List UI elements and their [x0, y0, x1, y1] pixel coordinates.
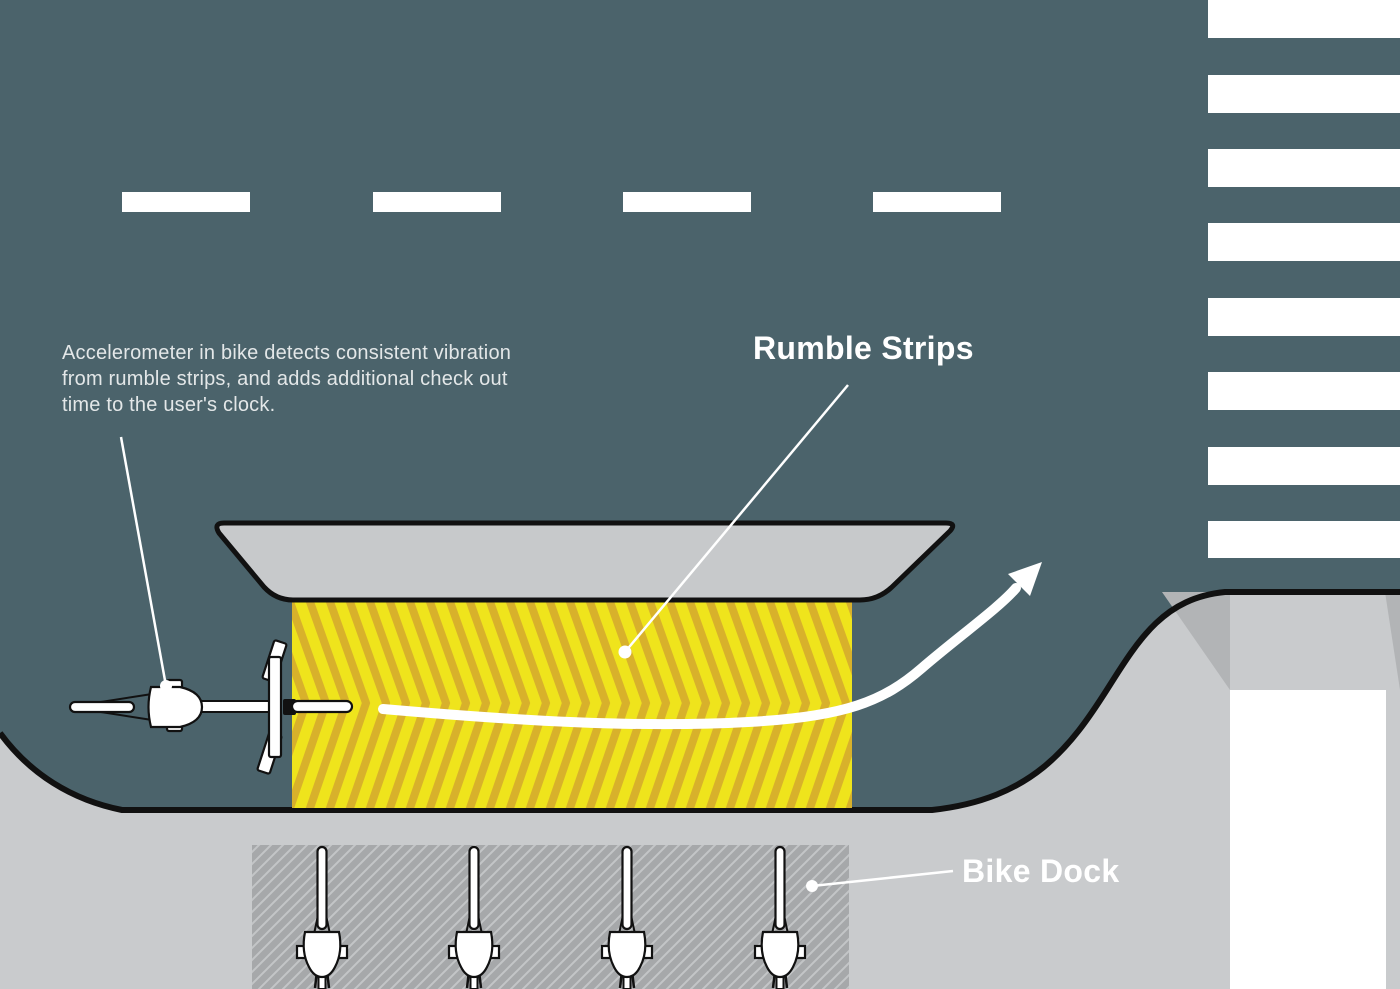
crosswalk-stripe [1208, 0, 1400, 38]
leader-line-accelerometer [119, 436, 168, 687]
arrowhead-icon [1008, 562, 1042, 596]
crosswalk-stripe [1208, 521, 1400, 558]
accelerometer-callout-line1: Accelerometer in bike detects consistent… [62, 342, 512, 364]
curb-ramp-flare-right [1385, 592, 1400, 690]
docked-bikes [295, 845, 807, 989]
docked-bike-icon [295, 845, 349, 989]
crosswalk-stripe [1208, 75, 1400, 113]
lane-divider-dashes [122, 192, 1001, 212]
curb-ramp-path [1230, 690, 1386, 989]
docked-bike-icon [600, 845, 654, 989]
annotation-leaders [119, 384, 954, 888]
lane-dash [373, 192, 501, 212]
rumble-strip-chevrons [292, 602, 852, 808]
bike-dock-area [252, 845, 849, 989]
leader-dot-icon [806, 880, 818, 892]
leader-line-rumble-strips [624, 384, 849, 653]
leader-dot-icon [618, 645, 632, 659]
leader-dot-icon [160, 680, 172, 692]
lane-dash [623, 192, 751, 212]
leader-line-bike-dock [811, 869, 954, 888]
route-arrow [378, 562, 1042, 730]
crosswalk-stripe [1208, 298, 1400, 336]
annotation-dots [160, 645, 818, 892]
accelerometer-callout: Accelerometer in bike detects consistent… [62, 340, 511, 418]
docked-bike-icon [753, 845, 807, 989]
dock-hatching [252, 845, 849, 989]
docked-bike-icon [447, 845, 501, 989]
route-path [378, 583, 1021, 730]
curb-line [0, 589, 1400, 813]
accelerometer-callout-line2: from rumble strips, and adds additional … [62, 368, 508, 390]
bike-dock-label: Bike Dock [962, 853, 1120, 889]
crosswalk [1208, 0, 1400, 558]
rider-bike-icon [68, 639, 354, 775]
traffic-island [214, 520, 956, 603]
crosswalk-stripe [1208, 372, 1400, 410]
crosswalk-stripe [1208, 149, 1400, 187]
curb-ramp-flare-left [1162, 592, 1230, 690]
accelerometer-callout-line3: time to the user's clock. [62, 394, 276, 416]
crosswalk-stripe [1208, 223, 1400, 261]
crosswalk-stripe [1208, 447, 1400, 485]
lane-dash [122, 192, 250, 212]
rumble-strips-label: Rumble Strips [753, 330, 974, 366]
lane-dash [873, 192, 1001, 212]
